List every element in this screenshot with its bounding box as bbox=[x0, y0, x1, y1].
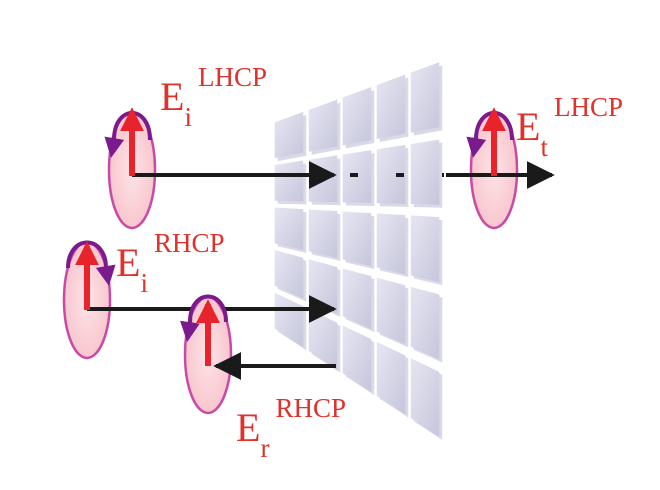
grid-cell bbox=[342, 211, 372, 267]
label-reflected-rhcp: ErRHCP bbox=[236, 393, 346, 463]
reflected-rhcp-wave bbox=[180, 294, 336, 415]
grid-cell bbox=[274, 207, 304, 251]
label-transmitted-lhcp: EtLHCP bbox=[516, 92, 623, 162]
grid-cell bbox=[308, 209, 338, 259]
grid-cell bbox=[308, 259, 338, 314]
grid-cell bbox=[274, 292, 304, 348]
grid-cell bbox=[410, 62, 440, 133]
grid-cell bbox=[342, 87, 372, 146]
metasurface-grid bbox=[274, 62, 443, 440]
grid-cell bbox=[410, 139, 440, 205]
transmitted-lhcp-wave bbox=[350, 107, 555, 230]
grid-cell bbox=[410, 215, 440, 283]
reflected-rhcp-rotation-arrow bbox=[180, 294, 228, 342]
grid-cell bbox=[410, 286, 440, 360]
grid-cell bbox=[410, 358, 440, 437]
grid-cell bbox=[376, 144, 406, 204]
incident-lhcp-wave bbox=[104, 107, 337, 230]
grid-cell bbox=[376, 277, 406, 345]
grid-cell bbox=[274, 250, 304, 299]
label-incident-lhcp: EiLHCP bbox=[160, 62, 267, 132]
grid-cell bbox=[308, 155, 338, 203]
grid-cell bbox=[376, 341, 406, 415]
grid-cell bbox=[308, 99, 338, 152]
label-incident-rhcp: EiRHCP bbox=[116, 228, 225, 298]
grid-cell bbox=[342, 325, 372, 393]
grid-cell bbox=[376, 213, 406, 275]
grid-cell bbox=[308, 309, 338, 370]
grid-cell bbox=[342, 268, 372, 330]
grid-cell bbox=[274, 160, 304, 202]
grid-cell bbox=[376, 74, 406, 140]
grid-cell bbox=[274, 111, 304, 159]
